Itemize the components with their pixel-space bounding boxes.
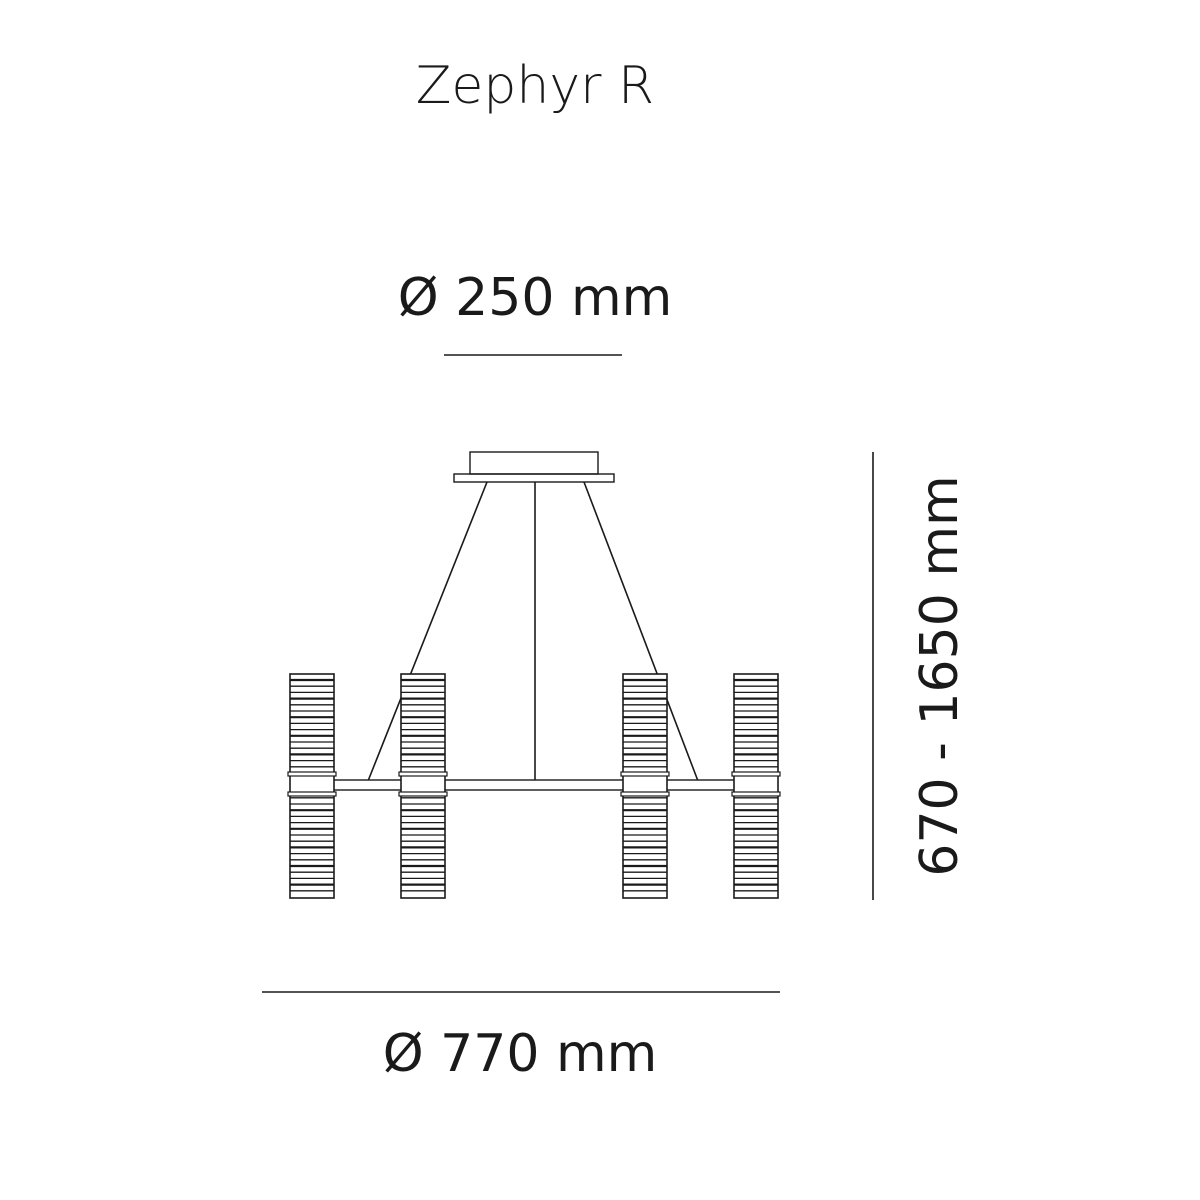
product-title: Zephyr R: [415, 56, 655, 116]
module-body: [289, 673, 335, 899]
module-collar: [398, 771, 448, 777]
light-module-inner-right: [620, 673, 670, 899]
module-body: [622, 673, 668, 899]
module-collar: [620, 791, 670, 797]
light-module-outer-right: [731, 673, 781, 899]
module-collar: [287, 771, 337, 777]
canopy: [453, 451, 615, 483]
suspension-cables: [367, 481, 699, 782]
overall-diameter-label: Ø 770 mm: [382, 1024, 658, 1084]
light-modules: [287, 673, 781, 899]
module-body: [733, 673, 779, 899]
canopy-diameter-label: Ø 250 mm: [397, 268, 673, 328]
module-body: [400, 673, 446, 899]
light-module-outer-left: [287, 673, 337, 899]
module-collar: [620, 771, 670, 777]
module-collar: [731, 791, 781, 797]
module-collar: [731, 771, 781, 777]
module-collar: [287, 791, 337, 797]
light-module-inner-left: [398, 673, 448, 899]
frame-bar: [317, 779, 749, 791]
module-collar: [398, 791, 448, 797]
